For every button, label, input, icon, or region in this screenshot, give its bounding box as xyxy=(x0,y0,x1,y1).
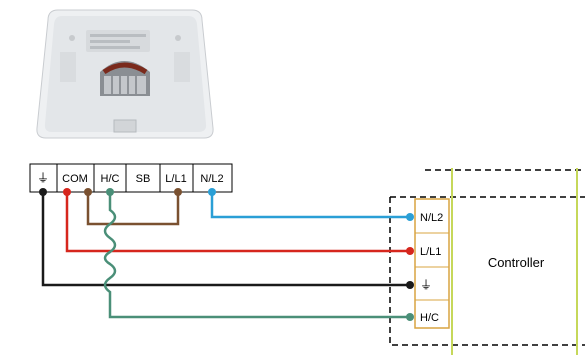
terminal-label-n-l2: N/L2 xyxy=(200,173,223,185)
wire-l-l1 xyxy=(65,192,410,253)
controller-dot-ground xyxy=(406,281,414,289)
controller-dot-n-l2 xyxy=(406,213,414,221)
wire-com-jumper xyxy=(86,192,180,226)
controller-dot-l-l1 xyxy=(406,247,414,255)
terminal-dot-com xyxy=(63,188,71,196)
ground-icon: ⏚ xyxy=(420,278,432,292)
wire-hc xyxy=(103,192,410,319)
terminal-dot-ground xyxy=(39,188,47,196)
wire-ground xyxy=(41,192,410,287)
device-photo xyxy=(36,9,214,139)
top-terminal-block: ⏚ COM H/C SB L/L1 N/L2 xyxy=(29,163,233,193)
terminal-dot-com-jumper xyxy=(84,188,92,196)
terminal-dot-n-l2 xyxy=(208,188,216,196)
ground-icon: ⏚ xyxy=(37,171,49,185)
controller-label: Controller xyxy=(488,255,545,270)
controller-terminal-n-l2: N/L2 xyxy=(420,212,443,224)
wires xyxy=(39,188,414,321)
controller-terminal-l-l1: L/L1 xyxy=(420,246,441,258)
terminal-label-sb: SB xyxy=(136,173,151,185)
controller-terminal-strip xyxy=(414,198,450,329)
terminal-dot-hc xyxy=(106,188,114,196)
terminal-label-hc: H/C xyxy=(101,173,120,185)
terminal-label-com: COM xyxy=(62,173,88,185)
controller-terminal-hc: H/C xyxy=(420,312,439,324)
wire-n-l2 xyxy=(210,192,410,219)
controller-dot-hc xyxy=(406,313,414,321)
terminal-dot-l-l1 xyxy=(174,188,182,196)
controller-box: Controller N/L2 L/L1 ⏚ H/C xyxy=(389,168,585,355)
terminal-label-l-l1: L/L1 xyxy=(165,173,186,185)
